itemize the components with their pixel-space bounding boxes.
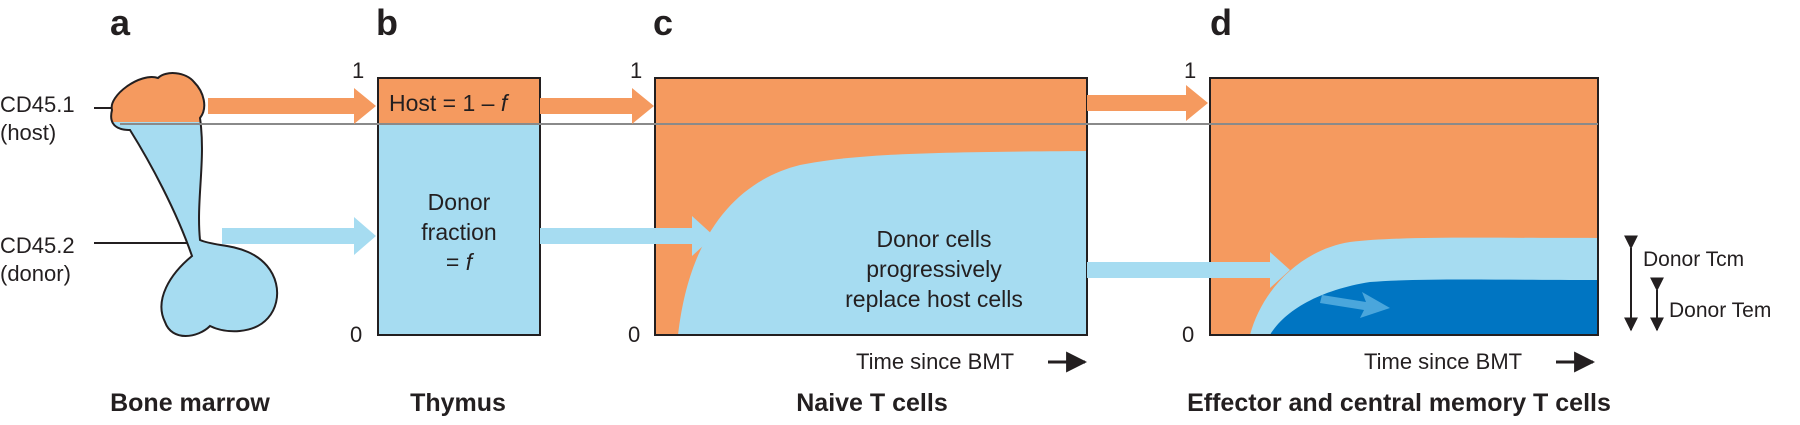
donor-flow-arrows [222, 216, 1290, 288]
cd45-1-label: CD45.1 [0, 92, 75, 117]
donor-tcm-label: Donor Tcm [1643, 248, 1744, 271]
arrow-bone-to-thymus-host [208, 88, 376, 124]
naive-text-line3: replace host cells [845, 286, 1023, 312]
memory-axis-top: 1 [1184, 58, 1196, 83]
memory-tem-region [1270, 279, 1598, 335]
tcm-to-tem-arrow [1320, 292, 1390, 318]
thymus-donor-line1: Donor [428, 189, 491, 215]
cd45-2-label: CD45.2 [0, 233, 75, 258]
caption-memory: Effector and central memory T cells [1187, 389, 1611, 417]
arrow-thymus-to-naive-donor [540, 216, 714, 256]
thymus-panel [377, 77, 541, 336]
caption-naive: Naive T cells [796, 389, 947, 417]
naive-text-line1: Donor cells [876, 226, 991, 252]
naive-frame [654, 77, 1088, 336]
panel-letter-a: a [110, 2, 131, 43]
caption-thymus: Thymus [410, 389, 506, 417]
naive-time-label: Time since BMT [856, 349, 1014, 374]
naive-panel [654, 77, 1088, 336]
thymus-axis-top: 1 [352, 58, 364, 83]
naive-axis-bottom: 0 [628, 322, 640, 347]
arrow-naive-to-memory-host [1087, 85, 1208, 121]
memory-panel [1209, 77, 1599, 336]
caption-bone-marrow: Bone marrow [110, 389, 270, 417]
donor-tem-label: Donor Tem [1669, 299, 1771, 322]
arrow-naive-to-memory-donor [1087, 252, 1290, 288]
naive-axis-top: 1 [630, 58, 642, 83]
memory-time-label: Time since BMT [1364, 349, 1522, 374]
naive-donor-curve [678, 151, 1087, 335]
arrow-bone-to-thymus-donor [222, 217, 376, 255]
thymus-axis-bottom: 0 [350, 322, 362, 347]
panel-letter-b: b [376, 2, 398, 43]
memory-frame [1209, 77, 1599, 336]
thymus-donor-line2: fraction [421, 219, 496, 245]
double-arrow-vertical-icon [1624, 235, 1664, 332]
thymus-host-region [378, 78, 540, 124]
panel-letter-c: c [653, 2, 673, 43]
donor-label: (donor) [0, 261, 71, 286]
arrow-thymus-to-naive-host [540, 88, 654, 124]
thymus-host-text: Host = 1 – f [389, 90, 510, 116]
host-label: (host) [0, 120, 56, 145]
panel-letter-d: d [1210, 2, 1232, 43]
thymus-frame [377, 77, 541, 336]
naive-text-line2: progressively [866, 256, 1002, 282]
thymus-donor-line3: = f [446, 249, 475, 275]
host-flow-arrows [208, 85, 1208, 124]
memory-axis-bottom: 0 [1182, 322, 1194, 347]
